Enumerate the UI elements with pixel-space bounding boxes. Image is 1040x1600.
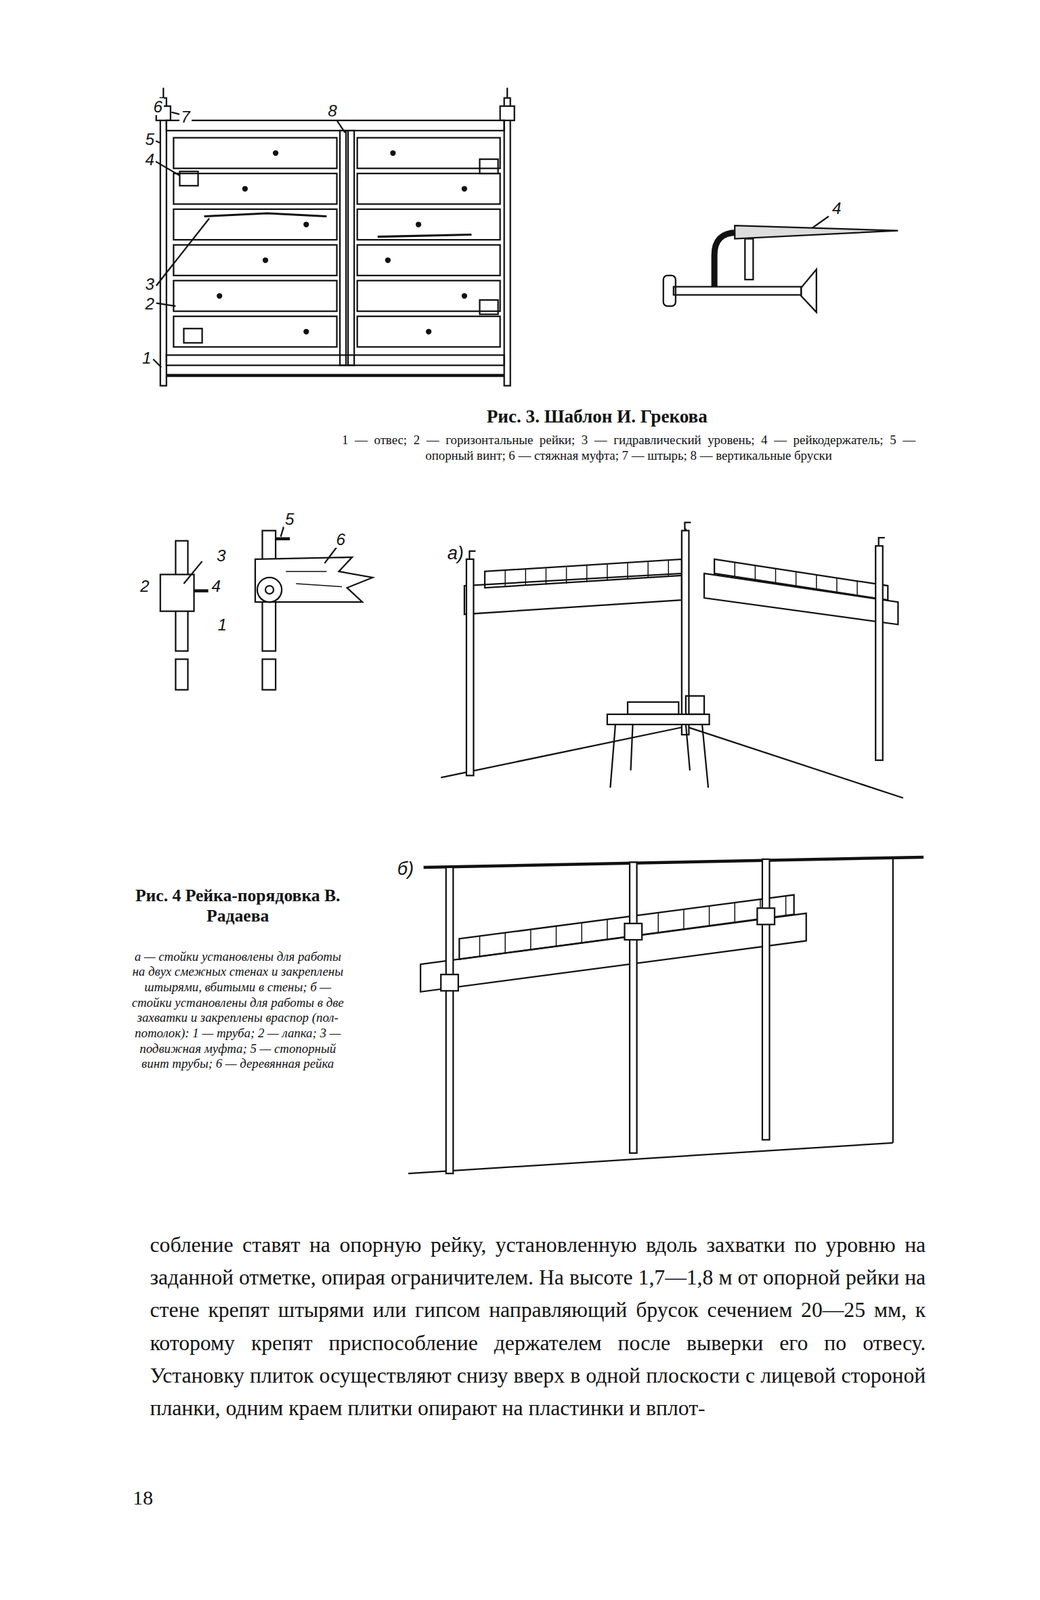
callout-number: 3 [144, 275, 156, 293]
callout-number: 7 [179, 108, 191, 126]
callout-number: 1 [140, 349, 153, 367]
figure-legend: 1 — отвес; 2 — горизонтальные рейки; 3 —… [341, 432, 916, 464]
figure-caption: Рис. 4 Рейка-порядовка В. Радаева [130, 885, 346, 926]
callout-number: 1 [216, 616, 229, 634]
callout-number: 4 [830, 199, 843, 217]
callout-number: 4 [210, 577, 223, 595]
callout-number: 4 [144, 150, 156, 168]
figure-caption: Рис. 3. Шаблон И. Грекова [336, 406, 858, 428]
body-text: собление ставят на опорную рейку, устано… [150, 1228, 927, 1425]
callout-number: 8 [326, 102, 338, 120]
page-number: 18 [132, 1486, 154, 1510]
callout-number: 2 [144, 295, 156, 313]
figure-letter: б) [396, 859, 416, 879]
callout-number: 5 [283, 510, 296, 528]
callout-number: 3 [215, 547, 227, 565]
callout-number: 6 [152, 98, 164, 116]
figure-letter: а) [446, 543, 466, 563]
figure-legend: а — стойки установлены для работы на дву… [130, 949, 346, 1072]
callout-number: 5 [144, 130, 156, 148]
callout-number: 2 [138, 577, 151, 595]
callout-number: 6 [334, 530, 346, 548]
